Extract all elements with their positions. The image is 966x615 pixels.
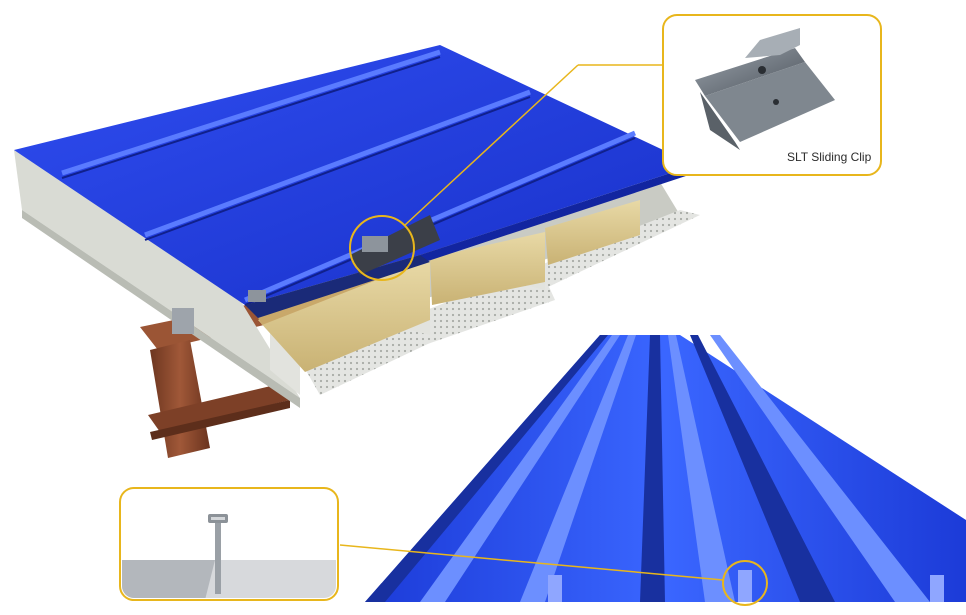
- clip-shape: [248, 290, 266, 302]
- bracket-shape: [172, 308, 194, 334]
- exposed-clips: [172, 236, 388, 334]
- seam-callout-circle: [722, 560, 768, 606]
- clip-callout-label: SLT Sliding Clip: [787, 150, 872, 164]
- standing-seam-roof: [14, 45, 698, 318]
- trapezoidal-panel: [365, 335, 966, 602]
- sliding-clip-icon: [695, 48, 805, 96]
- seam-leader-line: [339, 544, 724, 581]
- callout-leader-line: [404, 64, 579, 226]
- steel-beam: [140, 300, 290, 458]
- t-seam-icon: [215, 522, 221, 594]
- seam-profile-callout-box: [119, 487, 339, 601]
- clip-shape: [362, 236, 388, 252]
- clip-callout-box: [662, 14, 882, 176]
- clip-callout-circle: [349, 215, 415, 281]
